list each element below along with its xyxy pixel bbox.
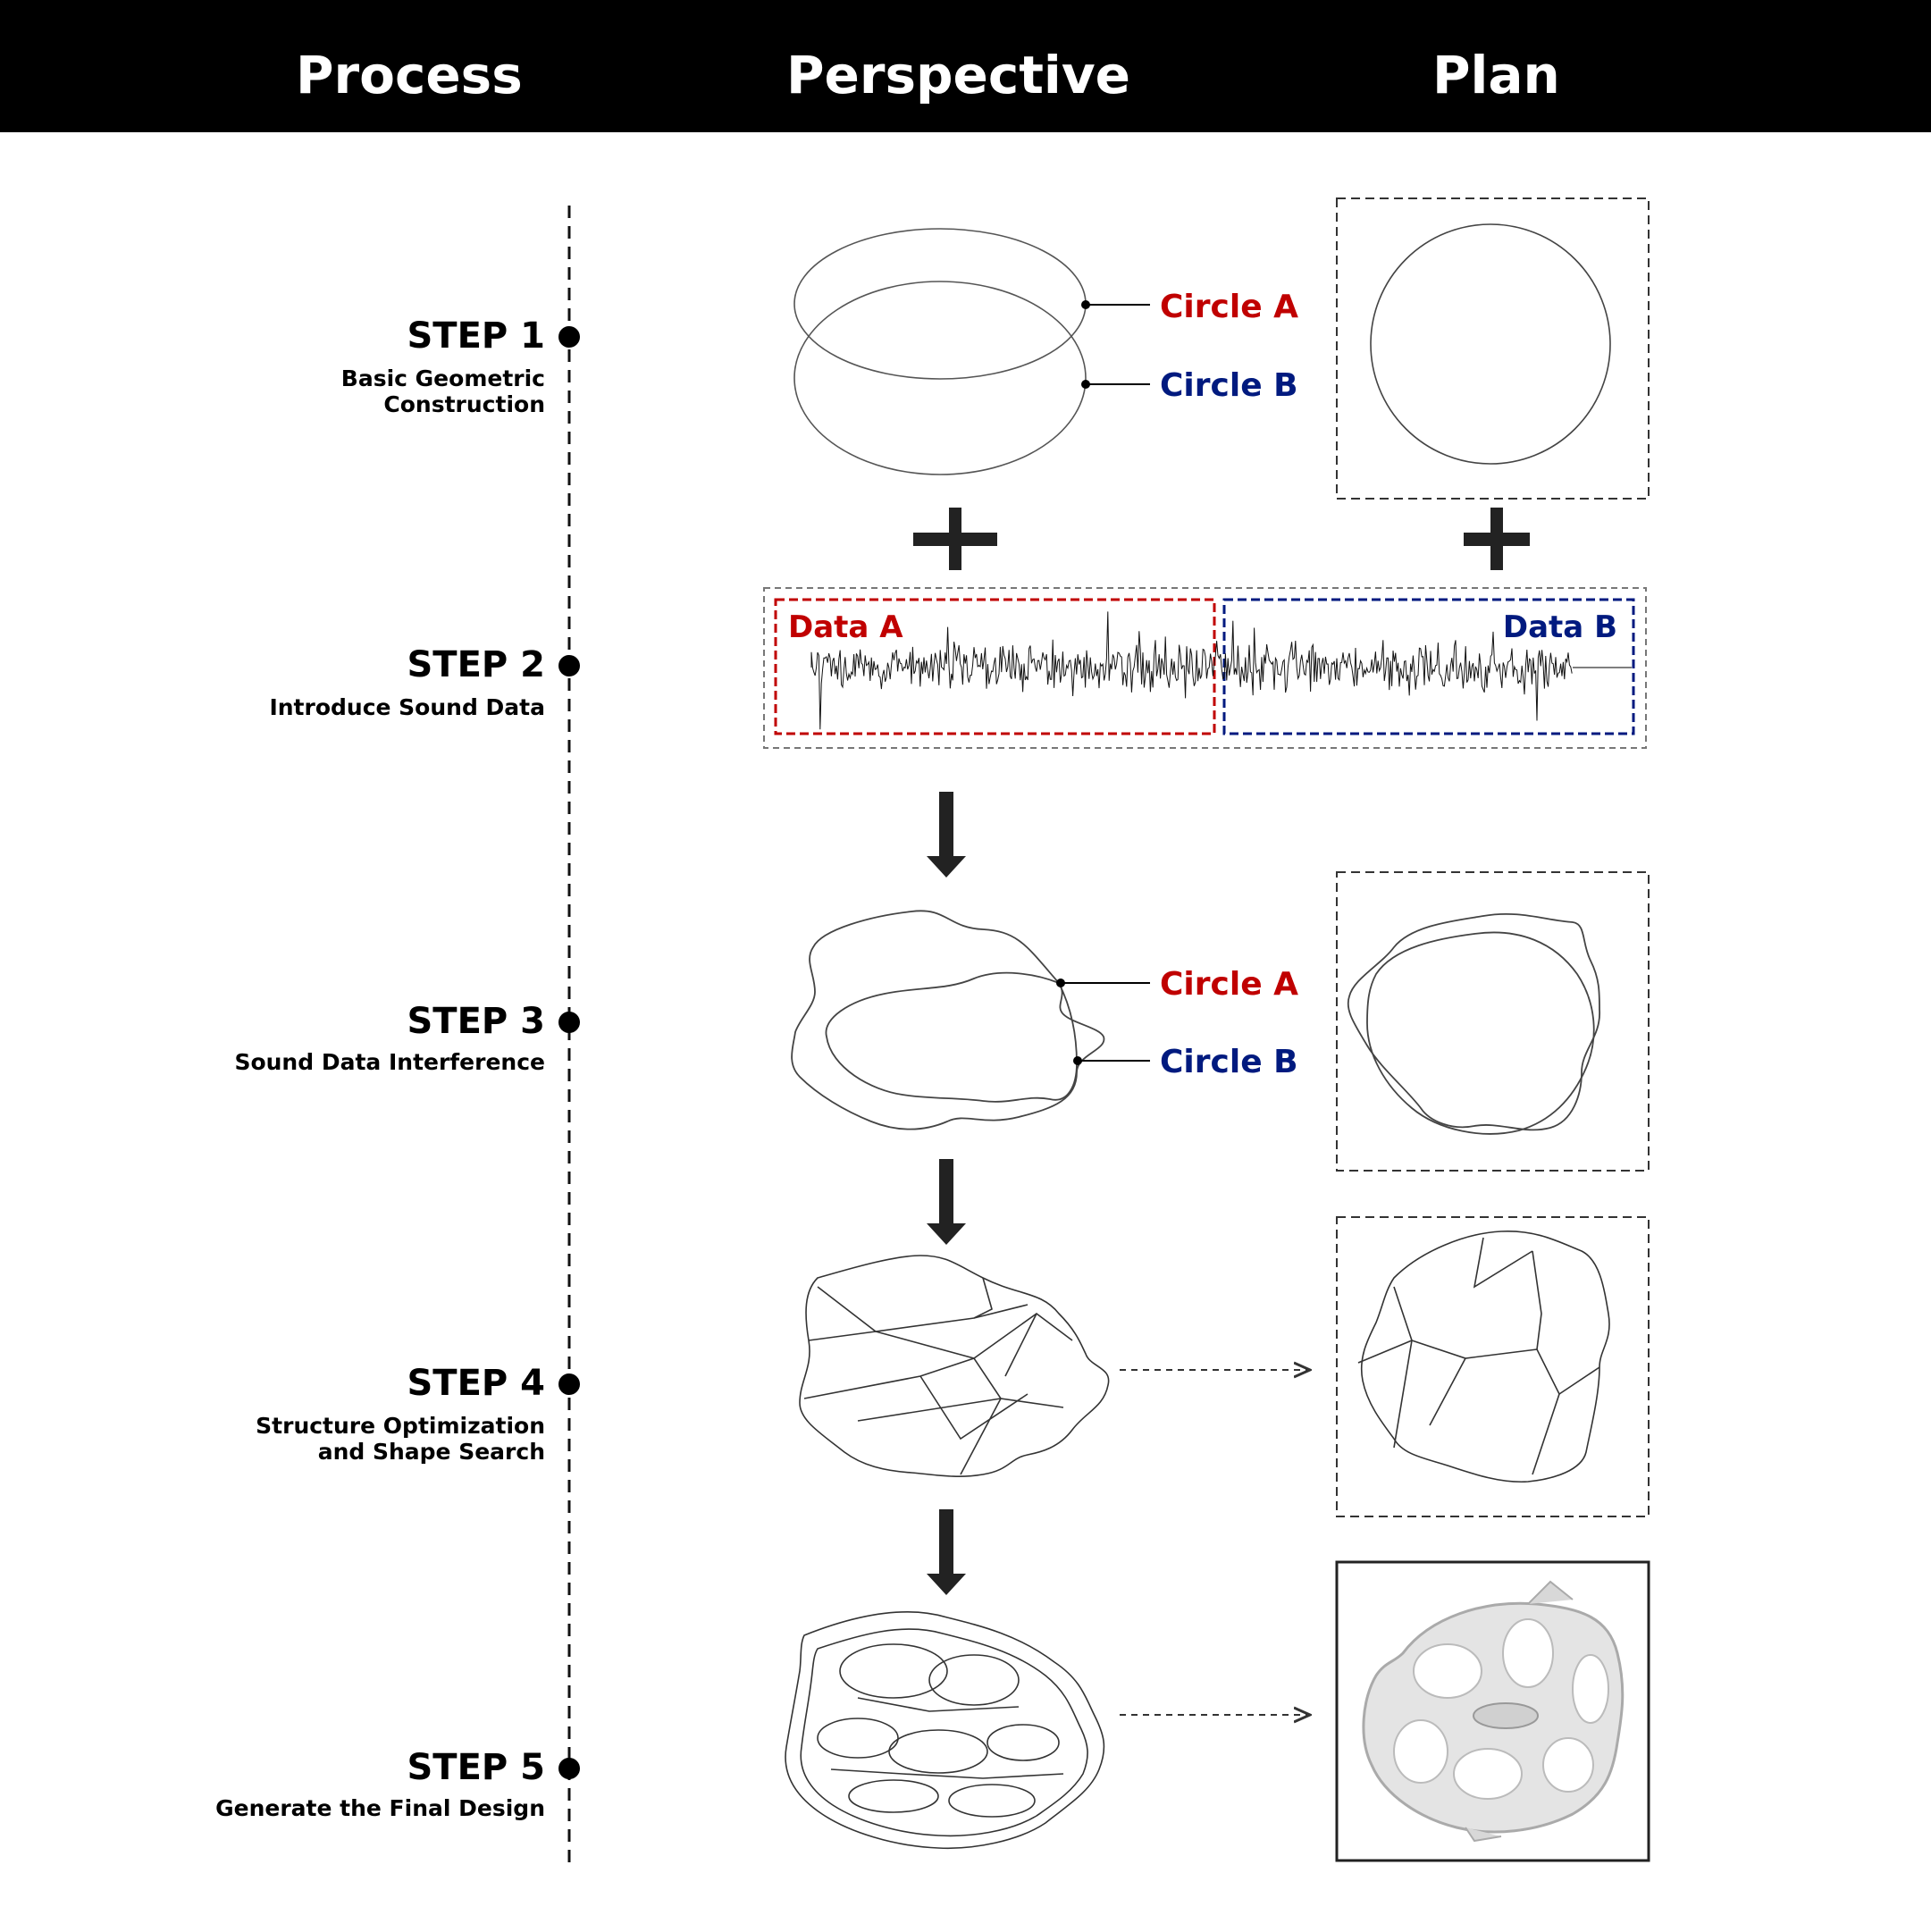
column-title-perspective: Perspective	[786, 45, 1130, 105]
step-4-subtitle-line-1: Structure Optimization	[256, 1413, 545, 1439]
step-1-subtitle-line-2: Construction	[383, 391, 545, 417]
step-3-circle-a-curve	[791, 910, 1105, 1130]
step-1-circle-b-label: Circle B	[1160, 367, 1298, 404]
step-3-label: STEP 3 Sound Data Interference	[234, 1001, 545, 1075]
column-title-plan: Plan	[1432, 45, 1560, 105]
step-4-plan-sketch	[1357, 1231, 1610, 1483]
step-4-label: STEP 4 Structure Optimization and Shape …	[256, 1363, 545, 1465]
step-4-plan-frame	[1336, 1216, 1650, 1517]
step-5-title: STEP 5	[407, 1747, 546, 1788]
step-1-title: STEP 1	[407, 315, 546, 357]
plus-icon-perspective	[913, 508, 997, 570]
step-2-label: STEP 2 Introduce Sound Data	[269, 644, 545, 720]
timeline-dot-step-5	[558, 1758, 580, 1779]
step-2-title: STEP 2	[407, 644, 546, 685]
arrow-down-icon	[927, 1159, 966, 1245]
step-4-subtitle-line-2: and Shape Search	[317, 1439, 545, 1465]
step-4-title: STEP 4	[407, 1363, 546, 1404]
step-3-subtitle-line-1: Sound Data Interference	[234, 1049, 545, 1075]
step-1-label: STEP 1 Basic Geometric Construction	[341, 315, 545, 417]
step-1-circle-a-label: Circle A	[1160, 289, 1298, 325]
step-3-plan-frame	[1336, 871, 1650, 1172]
step-1-subtitle-line-1: Basic Geometric	[340, 365, 545, 391]
step-3-circle-b-label: Circle B	[1160, 1044, 1298, 1080]
step-5-label: STEP 5 Generate the Final Design	[215, 1747, 545, 1821]
step-5-subtitle-line-1: Generate the Final Design	[215, 1795, 545, 1821]
step-3-circle-b-curve	[825, 971, 1078, 1103]
data-a-label: Data A	[788, 609, 903, 645]
data-a-frame	[774, 598, 1216, 735]
step-2-subtitle-line-1: Introduce Sound Data	[269, 694, 545, 720]
timeline-dot-step-2	[558, 655, 580, 676]
arrow-down-icon	[927, 792, 966, 878]
step-3-plan-curve-a	[1347, 912, 1600, 1131]
circle-a-ellipse	[793, 228, 1087, 380]
timeline-dot-step-1	[558, 326, 580, 348]
step-3-title: STEP 3	[407, 1001, 546, 1042]
sound-waveform	[810, 611, 1573, 730]
column-title-process: Process	[296, 45, 523, 105]
step-5-final-design-render	[1362, 1580, 1625, 1843]
circle-b-ellipse	[793, 281, 1087, 475]
step-3-plan-curve-b	[1366, 931, 1595, 1135]
step-1-plan-circle	[1370, 223, 1611, 465]
step-3-circle-a-label: Circle A	[1160, 966, 1298, 1003]
timeline-dot-step-3	[558, 1012, 580, 1033]
data-b-frame	[1222, 598, 1635, 735]
step-4-structure-sketch	[799, 1255, 1110, 1477]
arrow-down-icon	[927, 1509, 966, 1595]
timeline-dot-step-4	[558, 1373, 580, 1395]
plus-icon-plan	[1464, 508, 1530, 570]
data-b-label: Data B	[1503, 609, 1617, 645]
step-5-final-design-perspective	[785, 1611, 1105, 1850]
step-1-plan-frame	[1336, 197, 1650, 500]
header-bar: Process Perspective Plan	[0, 0, 1931, 132]
sound-data-outer-frame	[763, 587, 1647, 749]
